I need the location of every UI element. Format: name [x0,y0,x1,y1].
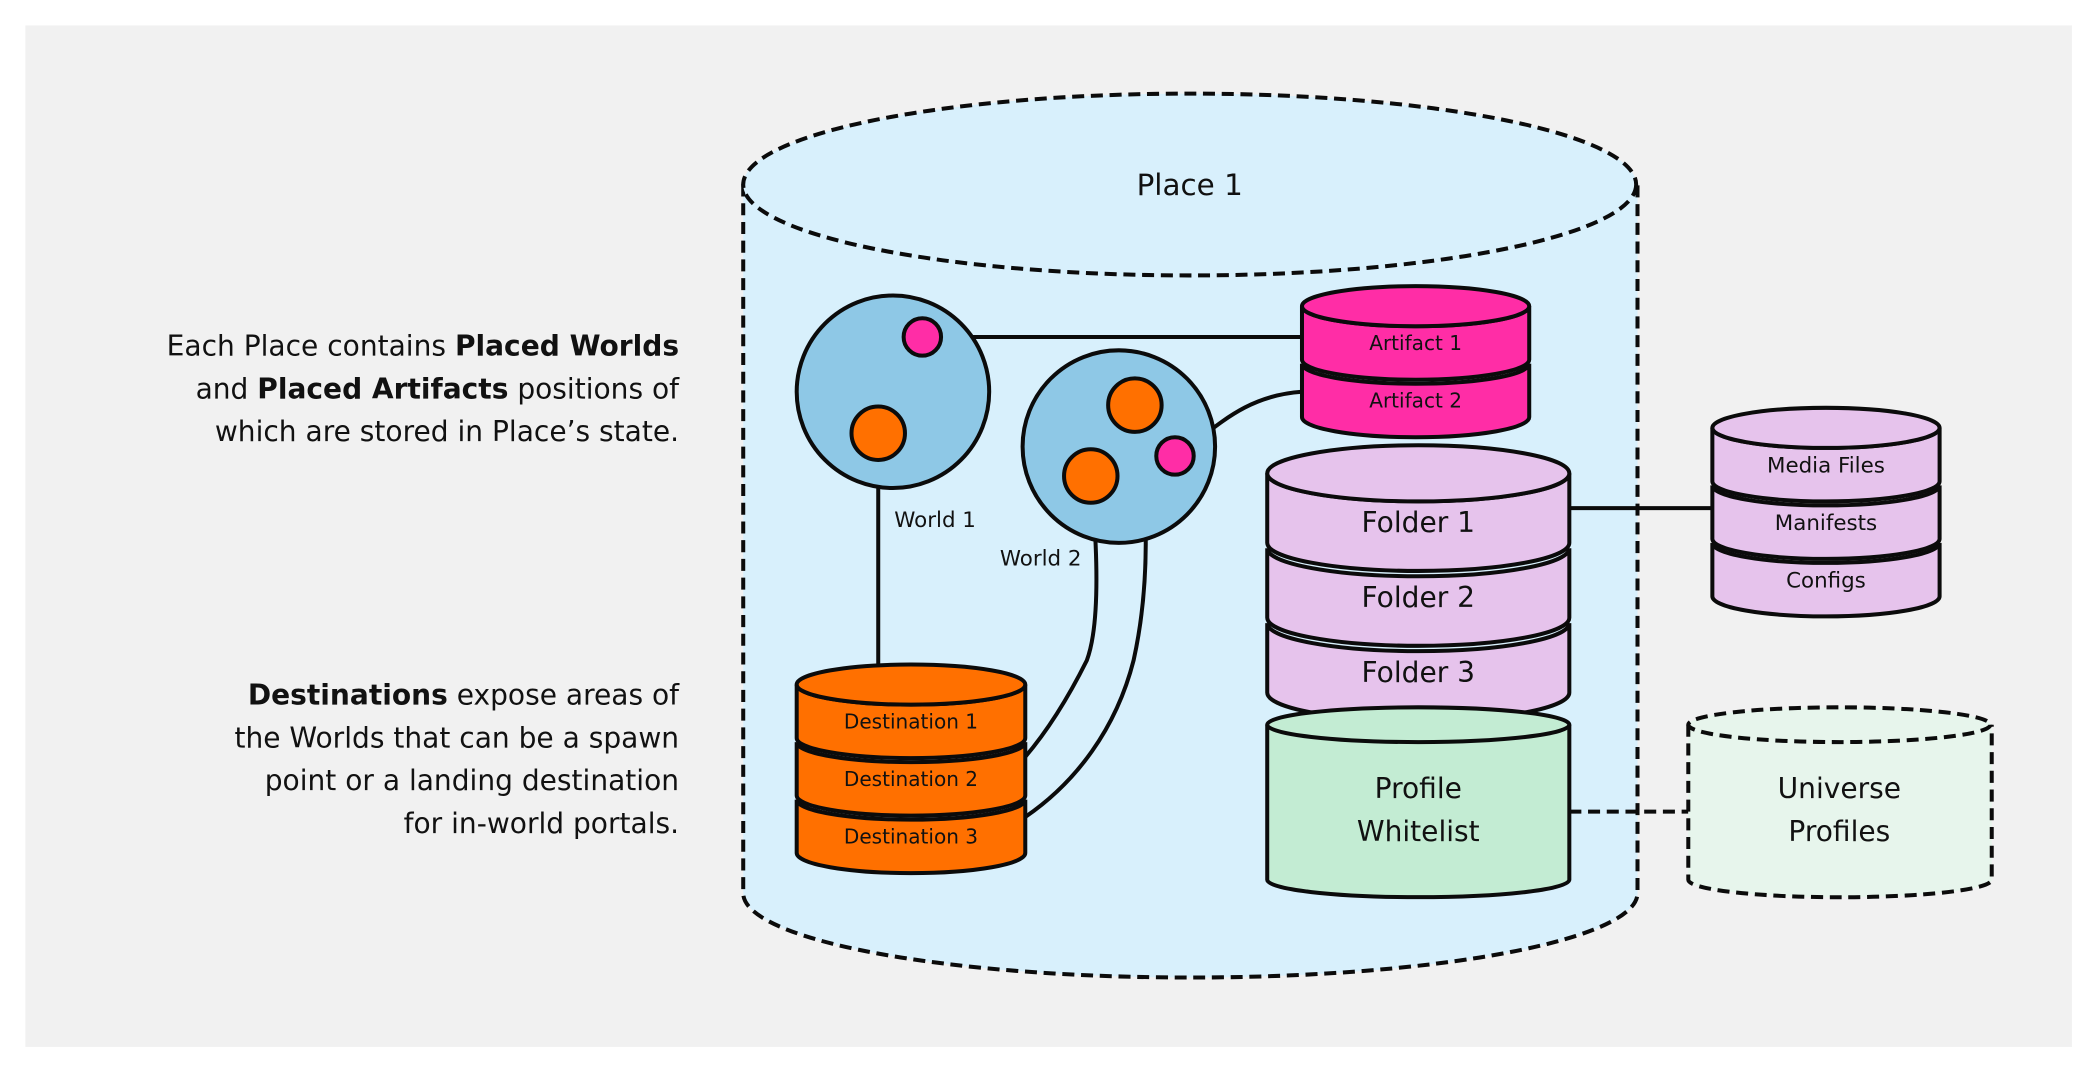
universe-profiles-top [1686,705,1993,745]
world-1-destination-marker [849,404,907,462]
bold-term: Destinations [248,679,448,712]
profile-whitelist-label-line2: Whitelist [1357,815,1480,848]
folder-segment-3[interactable]: Folder 3 [1265,622,1572,723]
profile-whitelist-label-line1: Profile [1375,772,1462,805]
worlds-artifacts-description-line-3: which are stored in Place’s state. [215,415,679,448]
world-1[interactable]: World 1 [794,293,992,533]
universe-profiles-body [1686,724,1994,900]
world-2-destination-marker-a [1106,376,1164,434]
world-2-destination-marker-b [1062,447,1120,505]
universe-profiles-label-line1: Universe [1778,772,1901,805]
destination-segment-3[interactable]: Destination 3 [794,799,1028,876]
asset-segment-top-cap [1710,405,1942,450]
asset-stack: Configs Manifests Media Files [1710,405,1942,619]
artifact-segment-label: Artifact 1 [1369,331,1462,355]
text-run: point or a landing destination [265,764,679,797]
world-1-artifact-marker [901,316,944,358]
folder-segment-label: Folder 2 [1362,581,1475,614]
asset-segment-1[interactable]: Media Files [1710,405,1942,504]
artifact-segment-body [1299,363,1532,440]
destination-segment-1[interactable]: Destination 1 [794,662,1028,761]
world-2-label: World 2 [1000,547,1082,572]
text-run: the Worlds that can be a spawn [234,721,679,754]
profile-whitelist-cylinder[interactable]: Profile Whitelist [1265,705,1572,900]
destination-segment-body [794,741,1028,818]
destinations-description-line-4: for in-world portals. [404,807,679,840]
destinations-description-line-2: the Worlds that can be a spawn [234,721,679,754]
artifact-segment-label: Artifact 2 [1369,389,1462,413]
destination-segment-label: Destination 3 [844,825,978,849]
worlds-artifacts-description-line-1: Each Place contains Placed Worlds [167,330,679,363]
destinations-description-line-3: point or a landing destination [265,764,679,797]
world-2-artifact-marker [1154,435,1196,477]
destination-segment-body [794,799,1028,876]
text-run: which are stored in Place’s state. [215,415,679,448]
destination-segment-top-cap [794,662,1028,707]
asset-segment-body [1710,484,1942,561]
destination-segment-2[interactable]: Destination 2 [794,741,1028,818]
artifact-segment-top-cap [1299,284,1532,329]
artifact-stack: Artifact 2 Artifact 1 [1299,284,1532,440]
worlds-artifacts-description-line-2: and Placed Artifacts positions of [196,372,681,405]
asset-segment-body [1710,542,1942,619]
folder-segment-top-cap [1265,443,1572,504]
asset-segment-label: Manifests [1775,511,1877,536]
universe-profiles-label-line2: Profiles [1788,815,1890,848]
profile-whitelist-top [1265,705,1572,745]
text-run: positions of [508,372,680,405]
asset-segment-2[interactable]: Manifests [1710,484,1942,561]
asset-segment-label: Configs [1786,568,1866,593]
text-run: expose areas of [448,679,680,712]
bold-term: Placed Worlds [455,330,679,363]
folder-stack: Folder 3 Folder 2 Folder 1 [1265,443,1572,723]
destinations-description-line-1: Destinations expose areas of [248,679,680,712]
folder-segment-label: Folder 1 [1362,506,1475,539]
place-title: Place 1 [1137,168,1243,202]
world-1-label: World 1 [894,508,976,533]
destination-stack: Destination 3 Destination 2 Destination 1 [794,662,1028,876]
text-run: and [196,372,258,405]
text-run: Each Place contains [167,330,455,363]
destinations-description: Destinations expose areas of the Worlds t… [234,679,680,840]
text-run: for in-world portals. [404,807,679,840]
asset-segment-label: Media Files [1767,453,1885,478]
artifact-segment-1[interactable]: Artifact 1 [1299,284,1532,382]
folder-segment-2[interactable]: Folder 2 [1265,547,1572,648]
artifact-segment-2[interactable]: Artifact 2 [1299,363,1532,440]
destination-segment-label: Destination 1 [844,710,978,734]
world-1-sphere [794,293,992,491]
folder-segment-label: Folder 3 [1362,656,1475,689]
destination-segment-label: Destination 2 [844,767,978,791]
world-2[interactable]: World 2 [1000,348,1218,572]
universe-profiles-cylinder[interactable]: Universe Profiles [1686,705,1994,900]
asset-segment-3[interactable]: Configs [1710,542,1942,619]
profile-whitelist-body [1265,724,1572,900]
bold-term: Placed Artifacts [257,372,508,405]
folder-segment-1[interactable]: Folder 1 [1265,443,1572,573]
worlds-artifacts-description: Each Place contains Placed Worlds and Pla… [167,330,680,449]
place-cylinder-top [741,91,1639,278]
folder-segment-body [1265,547,1572,648]
